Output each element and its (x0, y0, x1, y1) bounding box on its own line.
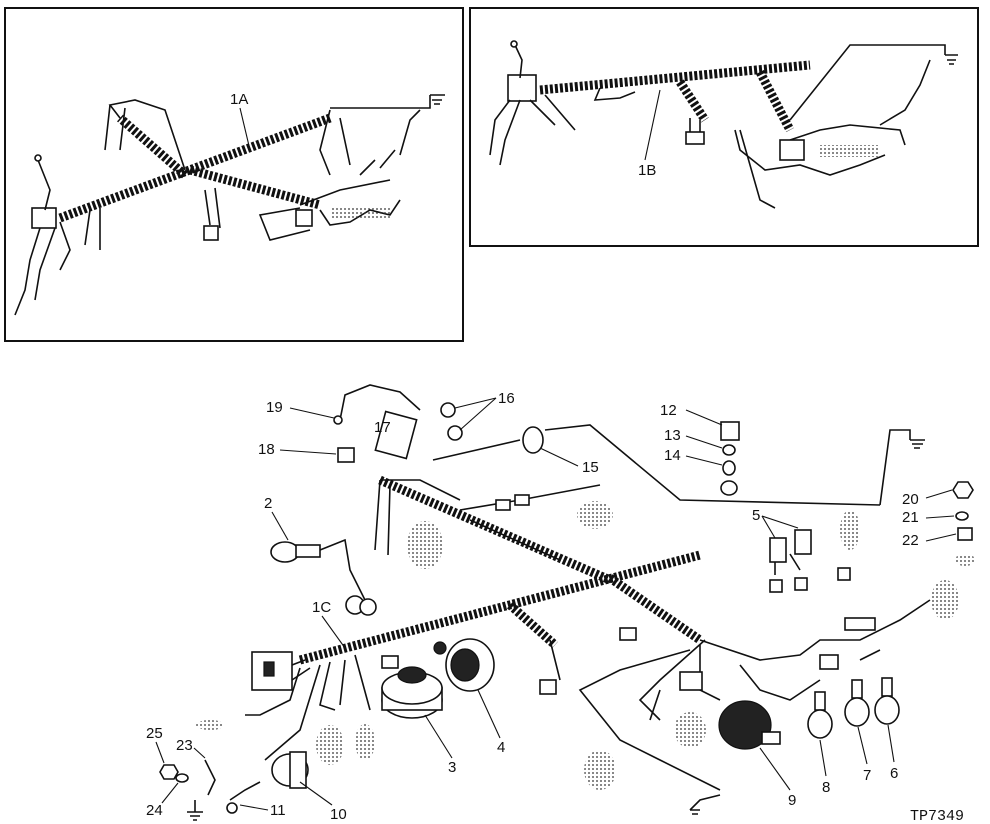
callout-10: 10 (330, 806, 347, 823)
part-24-washer (175, 773, 189, 783)
callout-21: 21 (902, 509, 919, 526)
part-5-switches (769, 529, 812, 575)
inset-1a-frame (4, 7, 464, 342)
callout-8: 8 (822, 779, 830, 796)
part-10-solenoid (271, 751, 309, 789)
callout-17: 17 (374, 419, 391, 436)
part-20-nut (952, 481, 974, 499)
part-23-lead (204, 759, 216, 796)
part-22-bolt (957, 527, 973, 541)
callout-15: 15 (582, 459, 599, 476)
part-3-switch (381, 666, 443, 719)
inset-1b-main-loom (539, 60, 811, 95)
part-12-lamp-socket (720, 421, 740, 441)
part-18-bracket (337, 447, 355, 463)
inset-1a-connector (31, 207, 57, 229)
callout-16: 16 (498, 390, 515, 407)
part-13-spring (722, 444, 736, 456)
part-8-lamp (807, 691, 833, 739)
callout-19: 19 (266, 399, 283, 416)
part-15-grommet (432, 424, 925, 506)
part-11-lead (229, 781, 261, 801)
callout-9: 9 (788, 792, 796, 809)
main-harness-view (159, 384, 975, 821)
part-14-bulb (720, 460, 738, 496)
callout-5: 5 (752, 507, 760, 524)
inset-1b-connector (507, 74, 537, 102)
callout-13: 13 (664, 427, 681, 444)
part-25-nut (159, 764, 179, 780)
inset-1b-label: 1B (638, 162, 656, 179)
callout-4: 4 (497, 739, 505, 756)
part-7-lamp (844, 679, 870, 727)
inset-1a-branch-loom (188, 165, 322, 210)
part-19-terminal (333, 415, 343, 425)
callout-14: 14 (664, 447, 681, 464)
callout-25: 25 (146, 725, 163, 742)
callout-23: 23 (176, 737, 193, 754)
callout-20: 20 (902, 491, 919, 508)
part-16-plugs (440, 402, 463, 441)
part-21-washer (955, 511, 969, 521)
callout-6: 6 (890, 765, 898, 782)
inset-1b-frame (469, 7, 979, 247)
figure-reference-code: TP7349 (910, 808, 964, 824)
part-4-horn (433, 638, 495, 692)
inset-1a-label: 1A (230, 91, 248, 108)
callout-22: 22 (902, 532, 919, 549)
main-loom-1c (298, 550, 702, 665)
callout-24: 24 (146, 802, 163, 819)
inset-1a: 1A (4, 7, 464, 342)
part-2-sender (270, 538, 377, 616)
part-6-lamp (874, 677, 900, 725)
callouts: 1C 2 3 4 5 6 7 8 9 10 11 12 13 14 15 16 (146, 390, 964, 824)
inset-1b: 1B (469, 7, 979, 247)
callout-3: 3 (448, 759, 456, 776)
callout-12: 12 (660, 402, 677, 419)
inset-1a-main-loom (58, 113, 332, 223)
callout-7: 7 (863, 767, 871, 784)
callout-11: 11 (270, 802, 286, 819)
part-9-key-switch (718, 700, 781, 750)
callout-2: 2 (264, 495, 272, 512)
part-17-relay (339, 384, 421, 460)
callout-1c: 1C (312, 599, 331, 616)
callout-18: 18 (258, 441, 275, 458)
